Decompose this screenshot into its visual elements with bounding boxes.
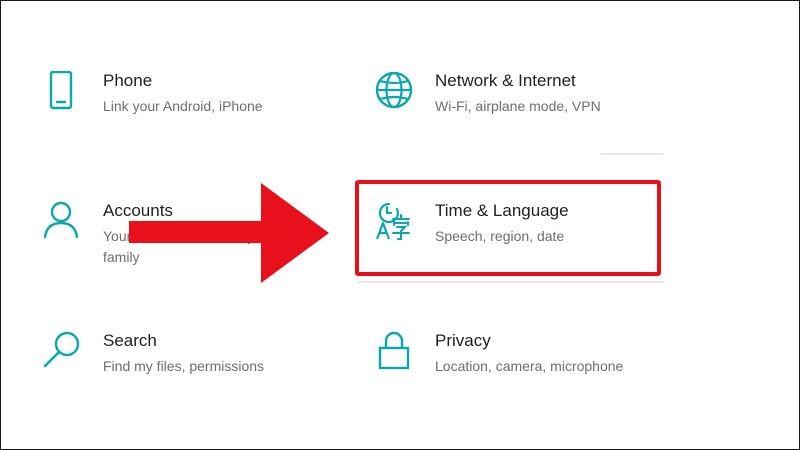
settings-tile-title: Time & Language [435, 201, 569, 220]
settings-tile-title: Network & Internet [435, 71, 576, 90]
settings-tile-title: Accounts [103, 201, 173, 220]
settings-tile-description: Find my files, permissions [103, 358, 265, 374]
lock-icon [375, 331, 415, 371]
settings-tile-time-language[interactable]: Time & Language Speech, region, date [375, 201, 665, 261]
time-language-icon [375, 201, 415, 241]
settings-tile-title: Search [103, 331, 157, 350]
tile-hover-edge [601, 153, 663, 155]
settings-tile-title: Privacy [435, 331, 491, 350]
person-icon [43, 201, 83, 241]
settings-tile-description: Location, camera, microphone [435, 358, 624, 374]
settings-tile-description: Wi-Fi, airplane mode, VPN [435, 98, 601, 114]
settings-tile-privacy[interactable]: Privacy Location, camera, microphone [375, 331, 665, 391]
globe-icon [375, 71, 415, 111]
settings-tile-description: Speech, region, date [435, 228, 565, 244]
settings-tile-network[interactable]: Network & Internet Wi-Fi, airplane mode,… [375, 71, 665, 131]
tile-hover-edge [358, 281, 664, 283]
arrow-annotation [127, 181, 333, 285]
settings-tile-search[interactable]: Search Find my files, permissions [43, 331, 333, 391]
settings-tile-phone[interactable]: Phone Link your Android, iPhone [43, 71, 333, 131]
settings-tile-description: Link your Android, iPhone [103, 98, 263, 114]
highlight-box [355, 180, 661, 276]
phone-icon [43, 71, 83, 111]
settings-tile-title: Phone [103, 71, 153, 90]
search-icon [43, 331, 83, 371]
